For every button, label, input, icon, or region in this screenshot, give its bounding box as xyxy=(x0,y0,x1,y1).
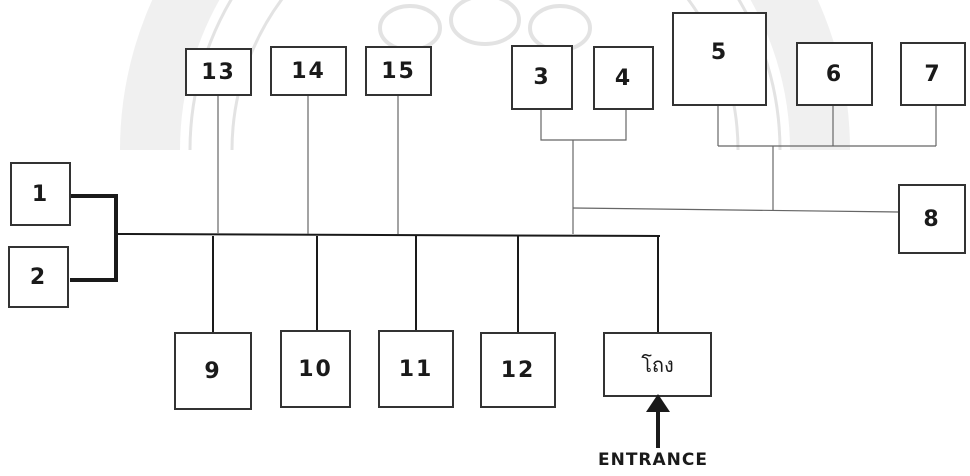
room-14-label: 14 xyxy=(291,58,326,84)
room-12: 12 xyxy=(480,332,556,408)
room-8-label: 8 xyxy=(923,206,941,232)
room-11: 11 xyxy=(378,330,454,408)
room-6-label: 6 xyxy=(825,61,844,87)
room-9-label: 9 xyxy=(204,358,222,384)
room-1: 1 xyxy=(10,162,71,226)
room-13-label: 13 xyxy=(201,59,236,85)
room-9: 9 xyxy=(174,332,252,410)
room-12-label: 12 xyxy=(500,357,536,383)
room-15: 15 xyxy=(365,46,432,96)
room-4: 4 xyxy=(593,46,654,110)
room-10: 10 xyxy=(280,330,351,408)
room-7-label: 7 xyxy=(924,61,942,87)
room-hall: โถง xyxy=(603,332,712,397)
room-2-label: 2 xyxy=(29,264,48,290)
room-7: 7 xyxy=(900,42,966,106)
room-11-label: 11 xyxy=(398,356,434,382)
room-13: 13 xyxy=(185,48,252,96)
room-14: 14 xyxy=(270,46,347,96)
room-3-label: 3 xyxy=(533,65,551,90)
room-hall-label: โถง xyxy=(641,352,674,377)
room-2: 2 xyxy=(8,246,69,308)
room-3: 3 xyxy=(511,45,573,110)
room-5: 5 xyxy=(672,12,767,106)
room-10-label: 10 xyxy=(298,356,333,382)
room-5-label: 5 xyxy=(710,40,729,65)
entrance-label: ENTRANCE xyxy=(598,450,708,470)
room-8: 8 xyxy=(898,184,966,254)
room-1-label: 1 xyxy=(31,181,50,207)
entrance-arrow-icon xyxy=(646,394,670,448)
room-6: 6 xyxy=(796,42,873,106)
room-4-label: 4 xyxy=(614,65,633,91)
room-15-label: 15 xyxy=(381,58,416,84)
